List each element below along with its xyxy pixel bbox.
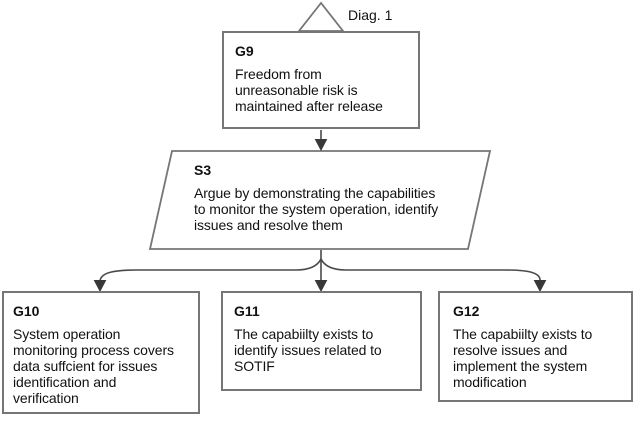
node-id-label: G11 (234, 303, 260, 319)
module-triangle-icon (297, 1, 345, 32)
node-id-label: S3 (194, 162, 212, 178)
strategy-node-s3-text: S3 Argue by demonstrating the capabiliti… (194, 162, 484, 233)
edge-g9-s3-arrowhead-icon (314, 139, 328, 152)
node-statement: Freedom from unreasonable risk is mainta… (235, 66, 383, 114)
goal-node-g9[interactable]: G9 Freedom from unreasonable risk is mai… (222, 31, 420, 129)
edge-s3-g10-arrowhead-icon (93, 280, 107, 293)
goal-node-g10[interactable]: G10 System operation monitoring process … (2, 291, 200, 414)
edge-s3-g12 (320, 258, 541, 282)
node-id-label: G9 (235, 43, 254, 59)
edge-s3-g10 (99, 258, 322, 282)
node-statement: The capabiilty exists to identify issues… (234, 326, 382, 374)
strategy-s3-parallelogram[interactable] (148, 150, 492, 250)
edge-s3-g12-arrowhead-icon (533, 280, 547, 293)
node-statement: The capabiilty exists to resolve issues … (453, 326, 593, 390)
node-statement: Argue by demonstrating the capabilities … (194, 185, 439, 233)
node-id-label: G10 (13, 303, 40, 319)
goal-node-g11[interactable]: G11 The capabiilty exists to identify is… (221, 291, 422, 391)
edge-s3-g11-arrowhead-icon (314, 280, 328, 293)
goal-node-g12[interactable]: G12 The capabiilty exists to resolve iss… (438, 291, 633, 402)
node-statement: System operation monitoring process cove… (13, 326, 174, 406)
node-id-label: G12 (453, 303, 480, 319)
module-label: Diag. 1 (348, 7, 393, 23)
